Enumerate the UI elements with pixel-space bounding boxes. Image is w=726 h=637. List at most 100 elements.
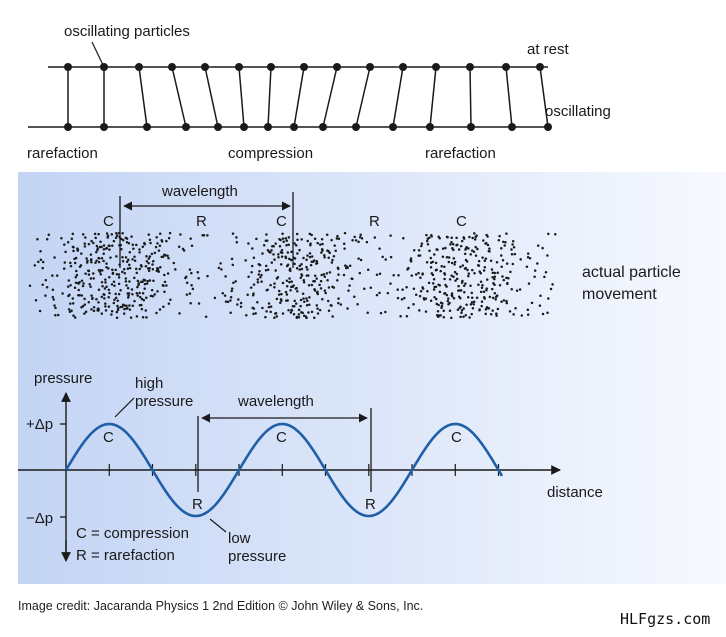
particle-dot bbox=[147, 233, 151, 236]
particle-dot bbox=[133, 299, 136, 303]
particle-dot bbox=[116, 304, 119, 308]
particle-dot bbox=[104, 281, 107, 284]
particle-dot bbox=[285, 285, 289, 288]
particle-dot bbox=[470, 249, 474, 252]
particle-dot bbox=[285, 239, 288, 243]
particle-link bbox=[392, 66, 404, 128]
particle-dot bbox=[134, 267, 138, 271]
particle-dot bbox=[143, 282, 147, 286]
particle-dot bbox=[429, 256, 433, 260]
particle-dot bbox=[466, 295, 470, 299]
particle-dot bbox=[145, 316, 148, 319]
particle-dot bbox=[269, 305, 273, 308]
particle-dot bbox=[114, 236, 118, 239]
particle-dot bbox=[273, 316, 276, 319]
particle-dot bbox=[137, 283, 140, 287]
particle-dot bbox=[464, 314, 468, 317]
particle-dot bbox=[163, 290, 166, 293]
particle-link bbox=[267, 66, 272, 128]
particle-dot bbox=[386, 291, 390, 295]
particle-dot bbox=[39, 258, 43, 261]
particle-dot bbox=[100, 245, 103, 249]
particle-dot bbox=[95, 259, 98, 262]
particle-dot bbox=[252, 283, 256, 286]
particle-dot bbox=[167, 236, 171, 240]
particle-dot bbox=[83, 242, 87, 245]
particle-dot bbox=[285, 244, 288, 247]
particle-dot bbox=[441, 302, 444, 305]
particle-dot bbox=[235, 241, 239, 244]
particle-dot bbox=[326, 299, 330, 303]
particle-dot bbox=[56, 313, 60, 317]
particle-dot bbox=[72, 249, 75, 253]
particle-dot bbox=[181, 247, 185, 251]
actual-particle-movement-line2: movement bbox=[582, 286, 657, 303]
particle-dot bbox=[435, 302, 438, 306]
particle-dot bbox=[125, 284, 128, 287]
particle-dot bbox=[419, 276, 422, 280]
particle-dot bbox=[500, 300, 503, 304]
particle-dot bbox=[482, 290, 486, 293]
particle-dot bbox=[418, 294, 422, 298]
particle-dot bbox=[353, 235, 356, 239]
particle-dot bbox=[230, 289, 233, 293]
particle-dot bbox=[491, 271, 495, 274]
particle-dot bbox=[468, 235, 471, 239]
particle-dot bbox=[320, 237, 324, 241]
particle-dot bbox=[295, 266, 299, 270]
particle-dot bbox=[315, 277, 318, 280]
particle-dot bbox=[45, 238, 49, 241]
particle-dot bbox=[533, 275, 536, 278]
particle-dot bbox=[77, 288, 80, 292]
image-credit: Image credit: Jacaranda Physics 1 2nd Ed… bbox=[18, 599, 423, 613]
particle-dot bbox=[488, 295, 492, 299]
particle-dot bbox=[108, 291, 111, 295]
particle-dot bbox=[293, 257, 297, 260]
particle-dot bbox=[197, 277, 200, 280]
particle-dot bbox=[257, 263, 261, 266]
particle-dot bbox=[487, 307, 491, 310]
particle-dot bbox=[121, 238, 125, 242]
particle-dot bbox=[133, 255, 136, 259]
particle-dot bbox=[71, 232, 75, 236]
particle-dot bbox=[455, 272, 459, 276]
particle-dot bbox=[112, 239, 116, 243]
particle-dot bbox=[33, 264, 37, 267]
particle-dot bbox=[414, 293, 418, 297]
particle-dot bbox=[41, 266, 44, 270]
particle-oscillating bbox=[100, 123, 108, 131]
particle-dot bbox=[273, 258, 276, 261]
particle-dot bbox=[310, 310, 314, 314]
particle-dot bbox=[452, 257, 456, 260]
particle-dot bbox=[428, 249, 431, 252]
particle-dot bbox=[460, 309, 464, 312]
blue-panel-background bbox=[18, 172, 726, 584]
particle-dot bbox=[150, 252, 154, 256]
particle-dot bbox=[288, 277, 291, 280]
particle-dot bbox=[277, 293, 281, 296]
particle-link bbox=[293, 66, 305, 128]
particle-dot bbox=[451, 247, 454, 250]
particle-dot bbox=[141, 315, 145, 319]
particle-dot bbox=[281, 281, 285, 285]
particle-dot bbox=[543, 275, 546, 279]
particle-dot bbox=[189, 237, 192, 240]
particle-dot bbox=[107, 267, 110, 270]
particle-dot bbox=[500, 246, 503, 250]
particle-dot bbox=[89, 285, 92, 288]
particle-dot bbox=[76, 249, 79, 252]
particle-dot bbox=[491, 296, 495, 300]
particle-dot bbox=[267, 250, 271, 254]
particle-dot bbox=[546, 254, 549, 257]
particle-dot bbox=[114, 268, 117, 272]
particle-dot bbox=[69, 302, 72, 305]
particle-dot bbox=[458, 306, 461, 310]
particle-dot bbox=[503, 244, 506, 247]
particle-dot bbox=[444, 246, 447, 250]
minus-dp-label: −Δp bbox=[26, 510, 53, 527]
particle-dot bbox=[499, 254, 503, 257]
particle-dot bbox=[508, 310, 512, 313]
particle-dot bbox=[289, 288, 292, 292]
pressure-wave-curve bbox=[64, 422, 504, 518]
particle-dot bbox=[275, 315, 279, 318]
